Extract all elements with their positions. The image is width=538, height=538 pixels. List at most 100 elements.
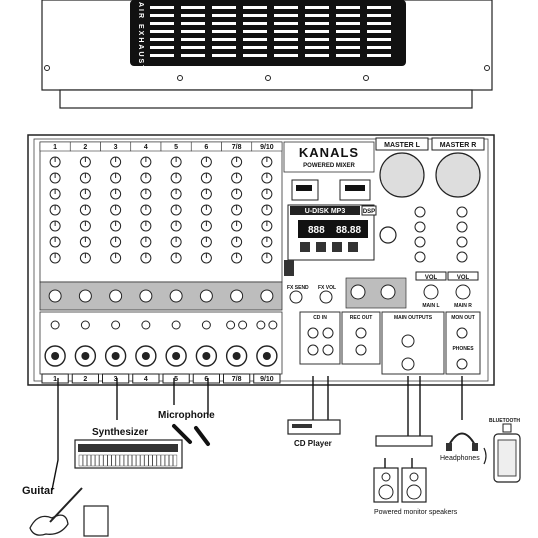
label-headphones: Headphones: [440, 455, 480, 462]
synth-key: [144, 454, 149, 467]
master-eq-knob-l[interactable]: [414, 206, 426, 218]
meter-label-r: MASTER R: [440, 142, 477, 149]
synth-key: [164, 454, 169, 467]
bluetooth-phone-icon: [483, 423, 521, 483]
channel-number: 1: [53, 144, 57, 151]
line-in-jack[interactable]: [268, 320, 278, 330]
line-in-jack[interactable]: [171, 320, 181, 330]
master-eq-knob-r[interactable]: [456, 251, 468, 263]
line-in-jack[interactable]: [238, 320, 248, 330]
line-in-jack[interactable]: [226, 320, 236, 330]
synth-key: [78, 454, 83, 467]
synth-key: [127, 454, 132, 467]
line-in-jack[interactable]: [256, 320, 266, 330]
master-eq-knob-r[interactable]: [456, 221, 468, 233]
master-eq-knob-l[interactable]: [414, 236, 426, 248]
bottom-channel-number: 4: [144, 376, 148, 383]
line-in-jack[interactable]: [80, 320, 90, 330]
phones-label: PHONES: [452, 346, 474, 352]
label-cd-player: CD Player: [294, 439, 332, 448]
xlr-mic-jack-center: [202, 352, 211, 360]
synth-key: [152, 454, 157, 467]
encoder-knob[interactable]: [379, 226, 397, 244]
xlr-mic-jack-center: [111, 352, 120, 360]
channel-fader-knob[interactable]: [230, 289, 244, 303]
usb-port-icon[interactable]: [296, 185, 312, 191]
synth-key: [123, 454, 128, 467]
power-amp-icon: [375, 435, 433, 447]
master-fader-knob-2[interactable]: [380, 284, 396, 300]
brand-subtitle: POWERED MIXER: [303, 163, 355, 169]
line-in-jack[interactable]: [50, 320, 60, 330]
main-out-jack-l[interactable]: [401, 334, 415, 348]
channel-header-8: [251, 141, 283, 152]
channel-fader-knob[interactable]: [260, 289, 274, 303]
bottom-channel-number: 9/10: [260, 376, 274, 383]
channel-number: 9/10: [260, 144, 274, 151]
main-outputs-label: MAIN OUTPUTS: [394, 315, 433, 321]
xlr-mic-jack-center: [141, 352, 150, 360]
line-in-jack[interactable]: [201, 320, 211, 330]
label-microphone: Microphone: [158, 410, 215, 421]
synth-key: [107, 454, 112, 467]
phones-jack[interactable]: [456, 358, 468, 370]
cd-player-icon: [287, 419, 341, 435]
channel-number: 7/8: [232, 144, 242, 151]
dsp-label: DSP: [363, 209, 375, 215]
mon-out-label: MON OUT: [451, 315, 475, 321]
guitar-amp-icon: [83, 505, 109, 537]
main-l-label: MAIN L: [422, 303, 439, 309]
synth-key: [132, 454, 137, 467]
synth-key: [103, 454, 108, 467]
sd-port-icon[interactable]: [345, 185, 365, 191]
display-digits-2: 88.88: [336, 225, 361, 236]
synth-key: [95, 454, 100, 467]
line-in-jack[interactable]: [141, 320, 151, 330]
mon-out-jack[interactable]: [456, 327, 468, 339]
channel-fader-knob[interactable]: [78, 289, 92, 303]
bottom-channel-box: [192, 373, 220, 384]
cd-in-jack-l[interactable]: [307, 327, 319, 339]
main-out-jack-r[interactable]: [401, 357, 415, 371]
synth-key: [160, 454, 165, 467]
master-eq-knob-r[interactable]: [456, 206, 468, 218]
speaker-left-icon: [373, 467, 399, 503]
speaker-right-icon: [401, 467, 427, 503]
label-guitar: Guitar: [22, 485, 55, 497]
cd-in-label: CD IN: [313, 315, 327, 321]
usb-label: U-DISK MP3: [305, 208, 346, 215]
channel-fader-knob[interactable]: [109, 289, 123, 303]
channel-knobs: [49, 156, 273, 264]
label-bluetooth: BLUETOOTH: [489, 418, 520, 424]
master-eq-knob-r[interactable]: [456, 236, 468, 248]
rec-jack-l[interactable]: [307, 344, 319, 356]
cd-in-jack-r[interactable]: [322, 327, 334, 339]
input-jacks: [44, 320, 278, 367]
channel-fader-knob[interactable]: [48, 289, 62, 303]
xlr-mic-jack-center: [262, 352, 271, 360]
meter-left-icon: [379, 152, 425, 198]
rec-jack-r[interactable]: [322, 344, 334, 356]
channel-fader-knob[interactable]: [139, 289, 153, 303]
bottom-channel-number: 6: [204, 376, 208, 383]
fx-send-knob[interactable]: [289, 290, 303, 304]
main-r-knob[interactable]: [455, 284, 471, 300]
media-buttons[interactable]: [300, 242, 358, 252]
synth-key: [140, 454, 145, 467]
synth-key: [168, 454, 173, 467]
master-eq-knob-l[interactable]: [414, 251, 426, 263]
lcd-display: [298, 220, 368, 238]
center-section: KANALS POWERED MIXER U-DISK MP3 DSP 888 …: [283, 141, 407, 365]
master-eq-knob-l[interactable]: [414, 221, 426, 233]
main-l-knob[interactable]: [423, 284, 439, 300]
line-in-jack[interactable]: [111, 320, 121, 330]
master-fader-knob-1[interactable]: [350, 284, 366, 300]
fx-vol-knob[interactable]: [319, 290, 333, 304]
channel-fader-knob[interactable]: [169, 289, 183, 303]
bottom-channel-box: [71, 373, 99, 384]
xlr-mic-jack-center: [81, 352, 90, 360]
channel-number: 2: [83, 144, 87, 151]
bottom-channel-number: 1: [53, 376, 57, 383]
channel-fader-knob[interactable]: [199, 289, 213, 303]
